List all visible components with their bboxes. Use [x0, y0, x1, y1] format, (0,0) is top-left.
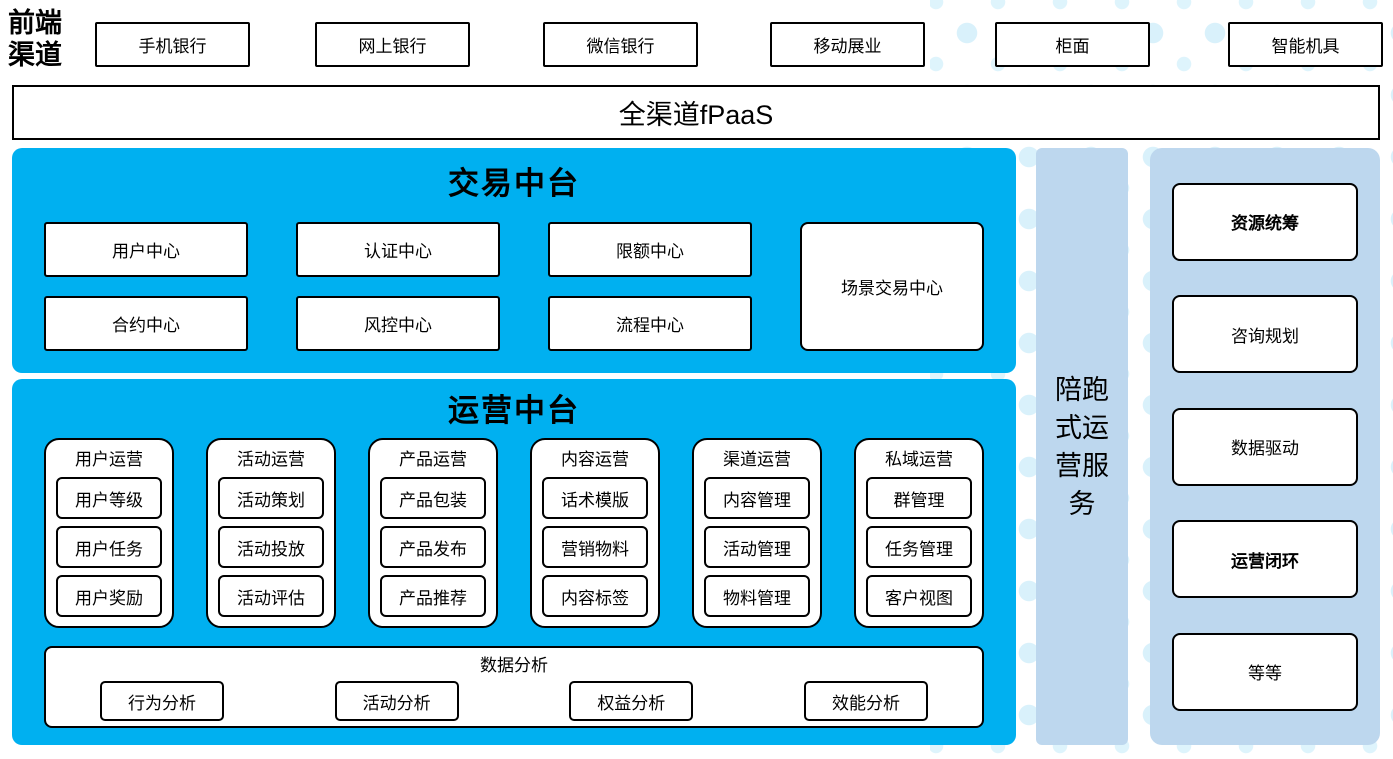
center-box-user: 用户中心 — [44, 222, 248, 277]
center-box-contract: 合约中心 — [44, 296, 248, 351]
service-box-etc: 等等 — [1172, 632, 1358, 711]
channel-box-counter: 柜面 — [995, 22, 1150, 67]
service-panel: 资源统筹 咨询规划 数据驱动 运营闭环 等等 — [1150, 148, 1380, 745]
ops-item: 活动管理 — [704, 526, 810, 568]
ops-col-user-ops: 用户运营 用户等级 用户任务 用户奖励 — [44, 438, 174, 628]
ops-item: 用户奖励 — [56, 575, 162, 617]
ops-item: 内容标签 — [542, 575, 648, 617]
accompany-service-column: 陪跑式运营服务 — [1036, 148, 1128, 745]
ops-columns: 用户运营 用户等级 用户任务 用户奖励 活动运营 活动策划 活动投放 活动评估 … — [44, 438, 984, 628]
fpaas-bar: 全渠道fPaaS — [12, 85, 1380, 140]
service-box-consulting: 咨询规划 — [1172, 295, 1358, 373]
trade-platform-panel: 交易中台 用户中心 认证中心 限额中心 场景交易中心 合约中心 风控中心 流程中… — [12, 148, 1016, 373]
ops-col-product-ops: 产品运营 产品包装 产品发布 产品推荐 — [368, 438, 498, 628]
ops-col-title: 渠道运营 — [723, 450, 791, 469]
channel-box-online-banking: 网上银行 — [315, 22, 470, 67]
ops-platform-panel: 运营中台 用户运营 用户等级 用户任务 用户奖励 活动运营 活动策划 活动投放 … — [12, 379, 1016, 745]
analysis-box-benefit: 权益分析 — [569, 681, 694, 721]
data-analysis-strip: 数据分析 行为分析 活动分析 权益分析 效能分析 — [44, 646, 984, 728]
ops-item: 用户等级 — [56, 477, 162, 519]
ops-item: 客户视图 — [866, 575, 972, 617]
trade-platform-title: 交易中台 — [448, 166, 580, 202]
ops-item: 活动评估 — [218, 575, 324, 617]
ops-item: 用户任务 — [56, 526, 162, 568]
center-box-scene-trade: 场景交易中心 — [800, 222, 984, 351]
channel-box-wechat-banking: 微信银行 — [543, 22, 698, 67]
center-box-process: 流程中心 — [548, 296, 752, 351]
center-box-limit: 限额中心 — [548, 222, 752, 277]
ops-col-title: 私域运营 — [885, 450, 953, 469]
ops-col-title: 用户运营 — [75, 450, 143, 469]
center-box-risk: 风控中心 — [296, 296, 500, 351]
data-analysis-title: 数据分析 — [480, 656, 548, 675]
ops-item: 产品推荐 — [380, 575, 486, 617]
accompany-service-label: 陪跑式运营服务 — [1055, 374, 1109, 519]
ops-col-title: 内容运营 — [561, 450, 629, 469]
ops-col-title: 活动运营 — [237, 450, 305, 469]
ops-col-private-domain-ops: 私域运营 群管理 任务管理 客户视图 — [854, 438, 984, 628]
service-box-resource-planning: 资源统筹 — [1172, 182, 1358, 261]
trade-platform-grid: 用户中心 认证中心 限额中心 场景交易中心 合约中心 风控中心 流程中心 — [44, 222, 984, 351]
service-box-ops-closed-loop: 运营闭环 — [1172, 520, 1358, 598]
analysis-box-activity: 活动分析 — [334, 681, 459, 721]
ops-col-content-ops: 内容运营 话术模版 营销物料 内容标签 — [530, 438, 660, 628]
front-channels-label: 前端渠道 — [8, 8, 62, 71]
ops-item: 群管理 — [866, 477, 972, 519]
channel-box-mobile-banking: 手机银行 — [95, 22, 250, 67]
service-box-data-driven: 数据驱动 — [1172, 407, 1358, 486]
ops-item: 营销物料 — [542, 526, 648, 568]
ops-item: 任务管理 — [866, 526, 972, 568]
ops-col-channel-ops: 渠道运营 内容管理 活动管理 物料管理 — [692, 438, 822, 628]
ops-item: 物料管理 — [704, 575, 810, 617]
analysis-box-behavior: 行为分析 — [100, 681, 224, 721]
ops-item: 话术模版 — [542, 477, 648, 519]
ops-item: 活动投放 — [218, 526, 324, 568]
ops-item: 活动策划 — [218, 477, 324, 519]
ops-item: 内容管理 — [704, 477, 810, 519]
ops-platform-title: 运营中台 — [448, 393, 580, 429]
channel-box-smart-devices: 智能机具 — [1228, 22, 1383, 67]
channel-box-mobile-sales: 移动展业 — [770, 22, 925, 67]
center-box-auth: 认证中心 — [296, 222, 500, 277]
ops-item: 产品包装 — [380, 477, 486, 519]
ops-item: 产品发布 — [380, 526, 486, 568]
ops-col-activity-ops: 活动运营 活动策划 活动投放 活动评估 — [206, 438, 336, 628]
analysis-box-efficiency: 效能分析 — [803, 681, 928, 721]
ops-col-title: 产品运营 — [399, 450, 467, 469]
